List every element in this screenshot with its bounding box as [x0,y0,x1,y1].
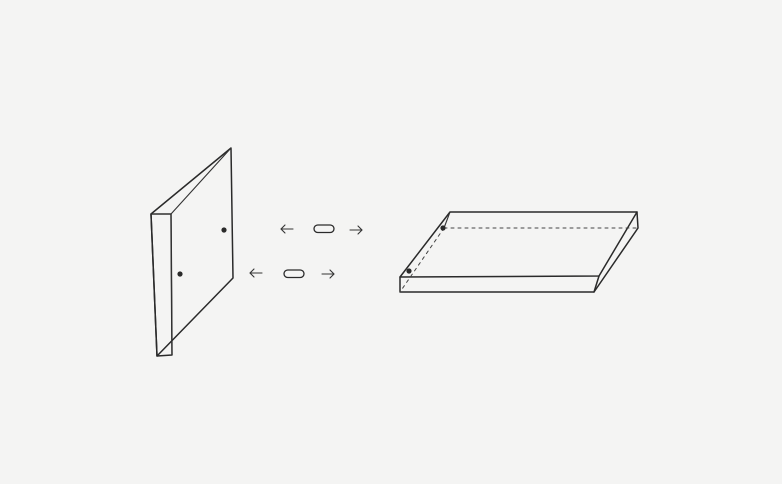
dowel-top-group [280,224,363,235]
horizontal-panel-top-face [399,211,638,278]
vertical-panel [150,147,234,357]
arrow-right-top [349,225,363,235]
arrow-right-bottom [321,269,335,279]
arrow-left-bottom [249,268,263,278]
horizontal-panel-hole-front [406,268,412,274]
vertical-panel-front-face [150,147,234,357]
horizontal-panel-back-left-edge [443,211,451,229]
arrow-left-top [280,224,294,234]
horizontal-panel-hidden-left [399,227,445,293]
dowel-bottom [283,269,305,279]
vertical-panel-hole-top [221,227,227,233]
dowel-top [313,224,335,234]
vertical-panel-edge [150,213,173,357]
vertical-panel-inner-edge [170,213,173,356]
vertical-panel-hole-bottom [177,271,183,277]
horizontal-panel-right-edge [593,211,639,293]
horizontal-panel [399,211,639,293]
dowel-bottom-group [249,268,335,279]
horizontal-panel-hole-back [440,225,446,231]
horizontal-panel-front-edge [399,275,600,293]
